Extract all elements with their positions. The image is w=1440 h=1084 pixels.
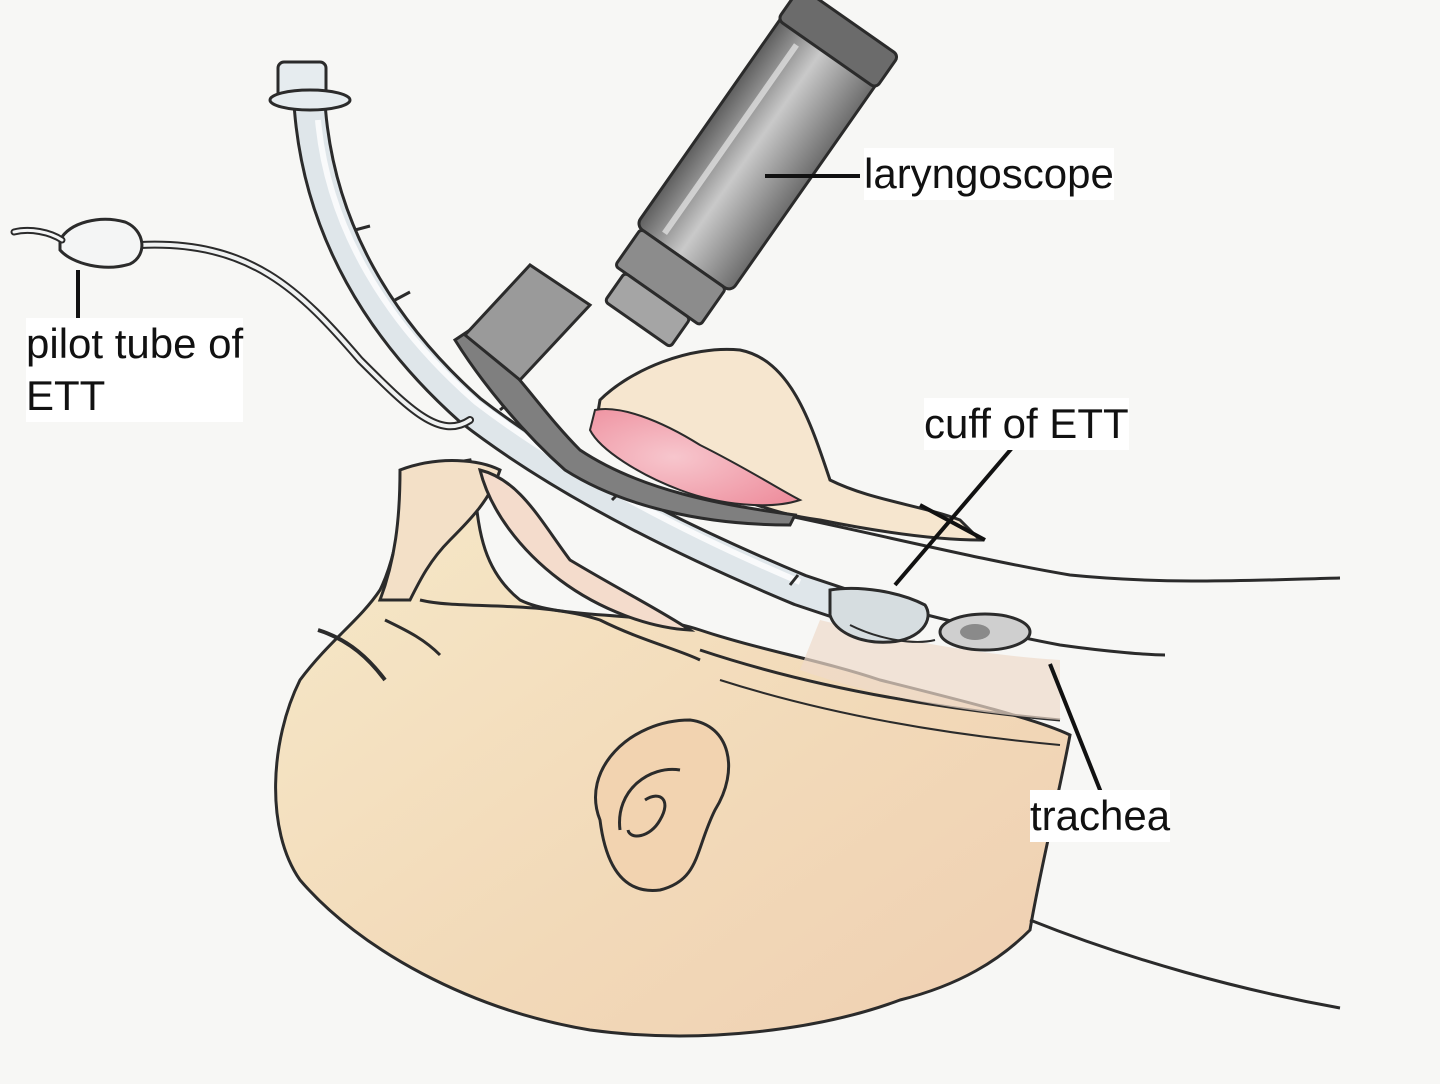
pilot-balloon-icon (10, 217, 474, 431)
label-pilot-tube: pilot tube of ETT (26, 318, 244, 422)
label-laryngoscope: laryngoscope (864, 148, 1114, 200)
leader-lines (76, 174, 1104, 796)
trachea-leader (1048, 663, 1104, 796)
label-pilot-tube-line2: ETT (26, 372, 106, 419)
ear-icon (594, 718, 731, 892)
label-cuff: cuff of ETT (924, 398, 1129, 450)
airway-anatomy (377, 347, 1341, 746)
endotracheal-tube-icon (268, 60, 936, 644)
label-pilot-tube-line1: pilot tube of (26, 320, 244, 367)
cuff-icon (828, 586, 936, 644)
cuff-leader (893, 446, 1014, 587)
cuff-crossline (919, 503, 986, 542)
label-trachea: trachea (1030, 790, 1171, 842)
laryngoscope-icon (452, 0, 899, 527)
